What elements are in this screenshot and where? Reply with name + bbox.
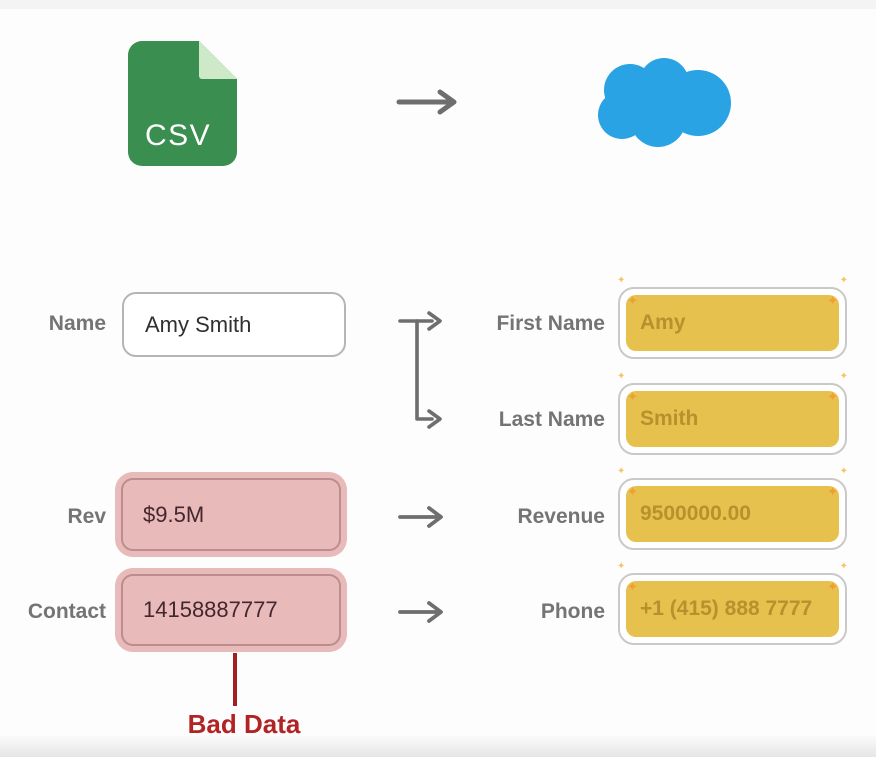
source-field-value-name: Amy Smith (145, 311, 252, 337)
dest-field-label-last-name: Last Name (498, 408, 605, 431)
source-field-box-name: Amy Smith (122, 292, 346, 357)
source-field-value-rev: $9.5M (143, 501, 205, 527)
dest-field-value-phone: +1 (415) 888 7777 (640, 597, 813, 620)
dest-field-box-phone: +1 (415) 888 7777 ✦ ✦ ✦ ✦ (617, 562, 848, 645)
split-fork-arrow-icon (398, 311, 442, 429)
right-arrow-icon (398, 601, 443, 623)
dest-field-value-revenue: 9500000.00 (640, 502, 751, 525)
sparkle-star-icon: ✦ (839, 275, 848, 286)
dest-field-box-revenue: 9500000.00 ✦ ✦ ✦ ✦ (617, 467, 848, 550)
salesforce-cloud-icon (598, 58, 731, 147)
dest-field-value-first-name: Amy (640, 311, 686, 334)
bad-data-annotation: Bad Data (187, 709, 301, 739)
top-edge-band (0, 0, 876, 9)
sparkle-star-icon: ✦ (839, 371, 848, 382)
csv-icon-label: CSV (145, 119, 211, 152)
dest-field-value-last-name: Smith (640, 407, 699, 430)
sparkle-star-icon: ✦ (617, 275, 626, 286)
sparkle-star-icon: ✦ (839, 466, 848, 477)
csv-file-icon: CSV (128, 41, 237, 166)
right-arrow-icon (398, 506, 443, 528)
sparkle-star-icon: ✦ (617, 561, 626, 572)
source-field-label-rev: Rev (67, 505, 106, 528)
source-field-box-contact-bad-data: 14158887777 (115, 568, 347, 652)
source-field-value-contact: 14158887777 (143, 597, 278, 622)
dest-field-box-first-name: Amy ✦ ✦ ✦ ✦ (617, 276, 848, 359)
dest-field-label-revenue: Revenue (517, 505, 605, 528)
dest-field-label-phone: Phone (540, 600, 605, 623)
sparkle-star-icon: ✦ (617, 371, 626, 382)
bottom-edge-band (0, 736, 876, 757)
sparkle-star-icon: ✦ (839, 561, 848, 572)
pink-highlight-ring (121, 574, 341, 646)
source-field-box-rev-bad-data: $9.5M (115, 472, 347, 557)
bad-data-callout-line (233, 653, 237, 706)
source-field-label-name: Name (48, 312, 106, 335)
source-field-label-contact: Contact (27, 600, 106, 623)
pink-highlight-ring (121, 478, 341, 551)
right-arrow-icon (396, 89, 457, 115)
dest-field-label-first-name: First Name (496, 312, 605, 335)
sparkle-star-icon: ✦ (617, 466, 626, 477)
dest-field-box-last-name: Smith ✦ ✦ ✦ ✦ (617, 372, 848, 455)
